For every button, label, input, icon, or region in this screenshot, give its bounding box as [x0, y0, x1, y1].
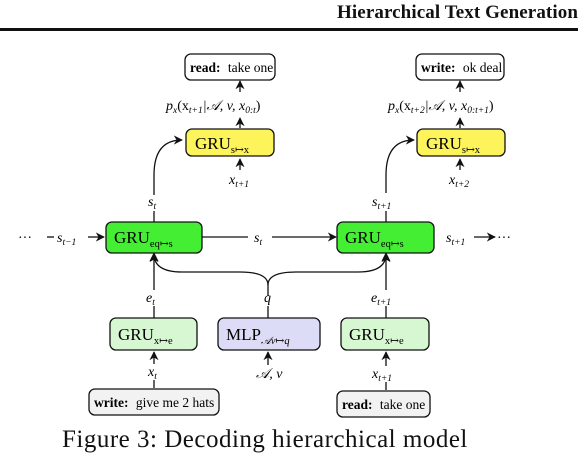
prob-label-left: px(xt+1|𝒜, v, x0:t)	[165, 99, 261, 116]
mlp-box: MLP𝒜v↦q	[217, 317, 321, 351]
label-s-t-plus-1-horizontal: st+1	[446, 231, 465, 248]
input-box-left: write: give me 2 hats	[88, 388, 220, 416]
svg-text:GRUeq↦s: GRUeq↦s	[114, 228, 173, 250]
page-header: Hierarchical Text Generation	[0, 0, 578, 40]
svg-text:write: ok deal: write: ok deal	[421, 60, 502, 75]
input-right-tag: read:	[342, 397, 373, 412]
prob-label-right: px(xt+2|𝒜, v, x0:t+1)	[387, 99, 494, 116]
label-s-t-vertical: st	[148, 195, 156, 212]
gru-s-x-left: GRUs↦x	[185, 128, 275, 157]
svg-text:MLP𝒜v↦q: MLP𝒜v↦q	[226, 325, 290, 347]
label-x-t-plus-2: xt+2	[448, 173, 469, 190]
gru-eq-s-left: GRUeq↦s	[105, 221, 203, 254]
svg-text:read: take one: read: take one	[190, 60, 273, 75]
label-s-t-plus-1-vertical: st+1	[372, 195, 391, 212]
label-x-t: xt	[147, 365, 157, 382]
svg-text:GRUeq↦s: GRUeq↦s	[345, 228, 404, 250]
gru-s-x-right: GRUs↦x	[416, 128, 506, 157]
output-right-tag: write:	[421, 60, 455, 75]
label-e-t-plus-1: et+1	[371, 291, 391, 308]
input-left-text: give me 2 hats	[136, 395, 214, 410]
output-left-text: take one	[228, 60, 273, 75]
running-title: Hierarchical Text Generation	[337, 2, 578, 23]
label-e-t: et	[146, 291, 155, 308]
dots-right: ···	[497, 231, 511, 246]
gru-x-e-right: GRUx↦e	[340, 317, 430, 351]
svg-text:GRUx↦e: GRUx↦e	[118, 325, 173, 347]
arrow-s-t-plus-1-to-gru-sx	[385, 135, 415, 193]
label-s-t-horizontal: st	[254, 231, 262, 248]
svg-text:GRUs↦x: GRUs↦x	[426, 134, 481, 156]
output-left-tag: read:	[190, 60, 221, 75]
figure-caption: Figure 3: Decoding hierarchical model	[62, 426, 468, 453]
svg-text:read: take one: read: take one	[342, 397, 425, 412]
arrow-q-to-left-gru	[149, 253, 269, 296]
gru-eq-s-right: GRUeq↦s	[336, 221, 435, 254]
output-right-text: ok deal	[463, 60, 503, 75]
label-s-t-minus-1: st−1	[57, 231, 76, 248]
gru-x-e-left: GRUx↦e	[109, 317, 198, 351]
input-left-tag: write:	[94, 395, 128, 410]
svg-text:write: give me 2 hats: write: give me 2 hats	[94, 395, 214, 410]
input-box-right: read: take one	[336, 390, 431, 418]
label-x-t-plus-1-bottom: xt+1	[371, 367, 392, 384]
arrow-q-to-right-gru	[267, 253, 391, 286]
output-box-left: read: take one	[184, 53, 276, 81]
output-box-right: write: ok deal	[415, 53, 505, 81]
label-q: q	[264, 291, 271, 306]
svg-text:GRUs↦x: GRUs↦x	[195, 134, 250, 156]
svg-text:GRUx↦e: GRUx↦e	[349, 325, 404, 347]
label-x-t-plus-1-top: xt+1	[228, 173, 249, 190]
input-right-text: take one	[380, 397, 425, 412]
header-rule	[0, 28, 578, 31]
dots-left: ···	[18, 231, 32, 246]
arrow-s-t-to-gru-sx	[153, 135, 183, 195]
connectors	[47, 80, 496, 390]
label-a-v: 𝒜, v	[256, 367, 283, 382]
